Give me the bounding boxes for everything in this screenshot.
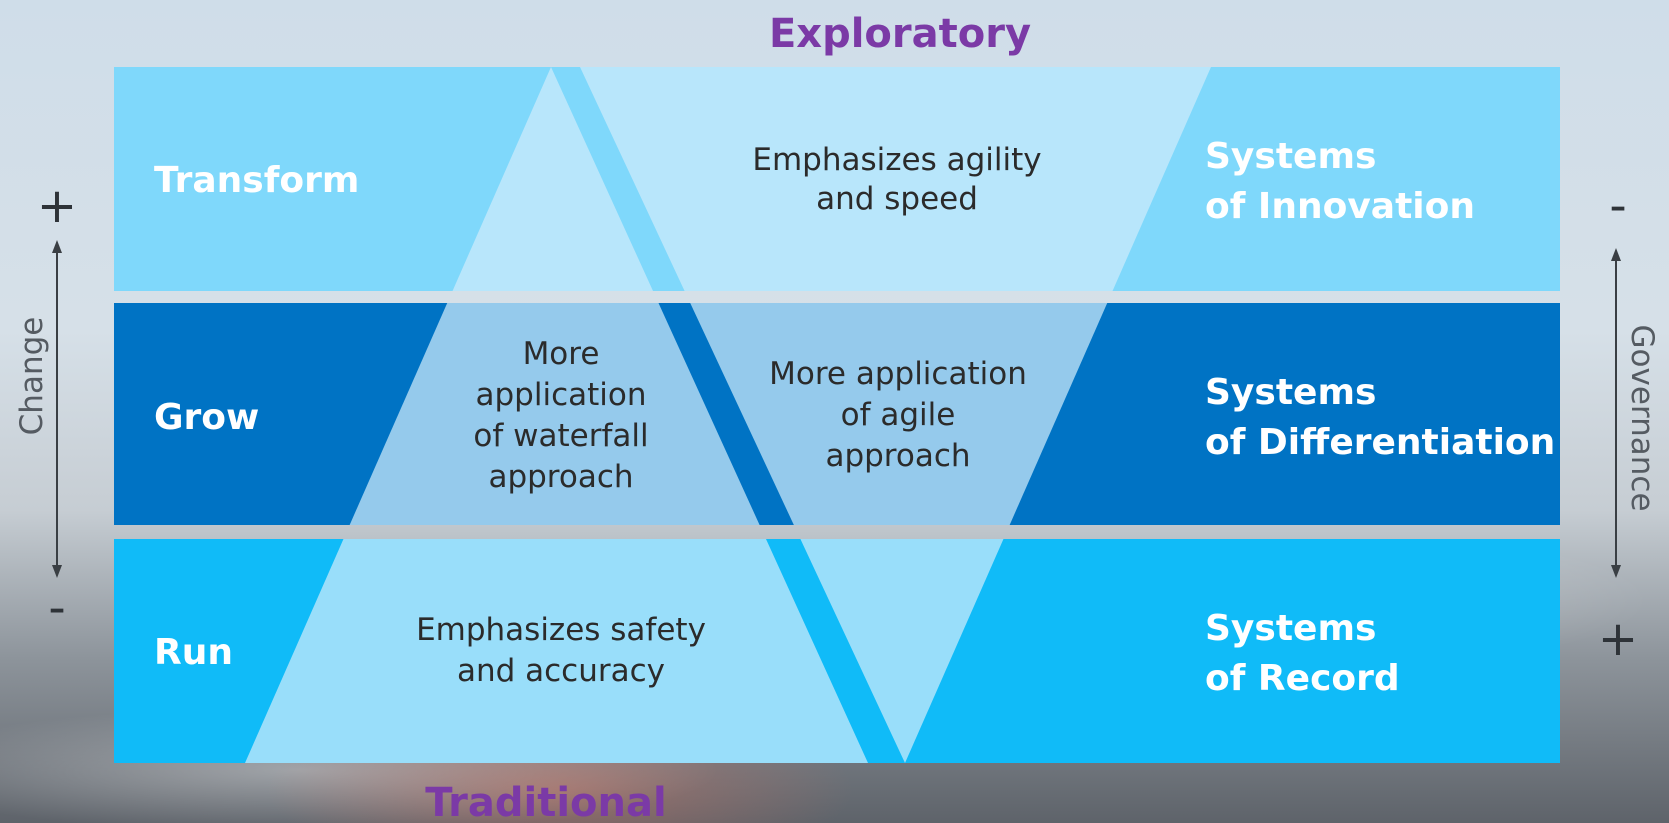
system-innovation-line2: of Innovation [1205,186,1475,227]
system-differentiation-line2: of Differentiation [1205,422,1555,463]
safety-text-line1: Emphasizes safety [416,612,706,648]
agile-triangle [580,67,1211,763]
change-axis-label: Change [14,317,50,436]
waterfall-text-line3: of waterfall [473,418,648,454]
governance-arrow-icon [1611,248,1621,578]
waterfall-text-line1: More [523,336,600,372]
waterfall-text-line2: application [476,377,647,413]
system-innovation-line1: Systems [1205,136,1376,177]
band-label-grow: Grow [154,397,259,438]
system-record-line2: of Record [1205,658,1400,699]
exploratory-title: Exploratory [769,11,1031,57]
governance-axis-label: Governance [1624,324,1660,511]
agile-text-line2: of agile [841,397,956,433]
change-arrow-icon [52,240,62,578]
band-label-transform: Transform [154,160,359,201]
band-label-run: Run [154,632,233,673]
agility-text-line2: and speed [816,181,978,217]
change-plus-sign: + [37,178,77,234]
governance-minus-sign: - [1609,178,1626,234]
waterfall-text-line4: approach [488,459,633,495]
system-record-line1: Systems [1205,608,1376,649]
agile-text-line3: approach [825,438,970,474]
waterfall-triangle [245,67,868,763]
agility-text-line1: Emphasizes agility [752,142,1041,178]
change-minus-sign: - [48,580,65,636]
traditional-title: Traditional [425,780,666,823]
safety-text-line2: and accuracy [457,653,665,689]
agile-text-line1: More application [769,356,1027,392]
system-differentiation-line1: Systems [1205,372,1376,413]
governance-plus-sign: + [1598,611,1638,667]
